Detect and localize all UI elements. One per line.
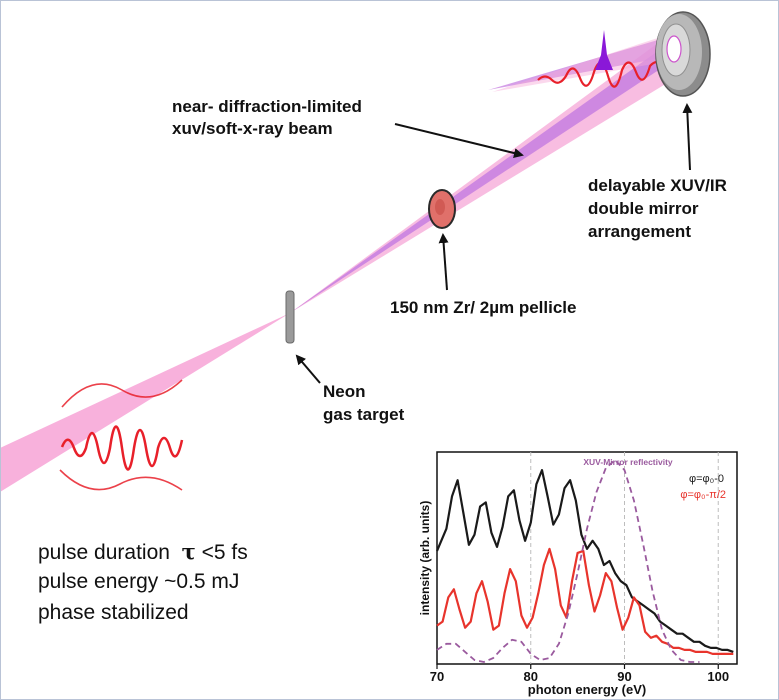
y-axis-label: intensity (arb. units) xyxy=(418,501,432,616)
ir-pulse-wave-outline xyxy=(59,379,183,491)
pellicle-label: 150 nm Zr/ 2µm pellicle xyxy=(390,298,577,317)
pulse-duration-value: <5 fs xyxy=(201,541,248,564)
pulse-duration-prefix: pulse duration xyxy=(38,541,170,564)
double-mirror xyxy=(655,11,711,97)
ir-beam-outgoing xyxy=(290,18,695,313)
mirror-label-line2: double mirror xyxy=(588,199,699,218)
pulse-energy-text: pulse energy ~0.5 mJ xyxy=(38,570,240,593)
mirror-reflectivity-annotation: XUV-Mirror reflectivity xyxy=(583,457,673,467)
spectrum-chart: 70 80 90 100 photon energy (eV) intensity (ar… xyxy=(418,451,738,697)
beam-label-line2: xuv/soft-x-ray beam xyxy=(172,119,333,138)
beam-label-line1: near- diffraction-limited xyxy=(172,97,362,116)
beam-label-arrow xyxy=(394,123,524,158)
phase-text: phase stabilized xyxy=(38,601,189,624)
mirror-label-line1: delayable XUV/IR xyxy=(588,176,727,195)
xuv-attosecond-pulse xyxy=(595,30,613,70)
xuv-beam xyxy=(290,36,686,313)
x-tick-label-80: 80 xyxy=(524,669,538,684)
chart-plot-area xyxy=(436,451,738,665)
target-label-arrow xyxy=(295,354,321,384)
x-axis-label: photon energy (eV) xyxy=(528,682,646,697)
x-tick-label-100: 100 xyxy=(707,669,729,684)
legend-series-1: φ=φ₀-0 xyxy=(689,473,724,485)
series-line-1 xyxy=(435,469,734,653)
mirror-label-line3: arrangement xyxy=(588,222,691,241)
mirror-label-arrow xyxy=(682,103,693,171)
ir-pulse-wave xyxy=(60,425,184,471)
x-tick-label-70: 70 xyxy=(430,669,444,684)
series-line-2 xyxy=(436,547,734,655)
tau-symbol: τ xyxy=(181,539,196,564)
target-label-line1: Neon xyxy=(323,382,366,401)
x-tick-label-90: 90 xyxy=(617,669,631,684)
neon-gas-target xyxy=(285,290,295,344)
pellicle-label-arrow xyxy=(438,233,449,291)
pulse-duration-text: pulse duration τ <5 fs xyxy=(38,539,248,566)
reflected-ir-beam xyxy=(492,34,676,92)
series-line-3 xyxy=(436,459,700,663)
reflected-beam xyxy=(488,37,672,90)
ir-beam-incoming xyxy=(0,313,290,492)
target-label-line2: gas target xyxy=(323,405,405,424)
legend-series-2: φ=φ₀-π/2 xyxy=(680,489,726,501)
